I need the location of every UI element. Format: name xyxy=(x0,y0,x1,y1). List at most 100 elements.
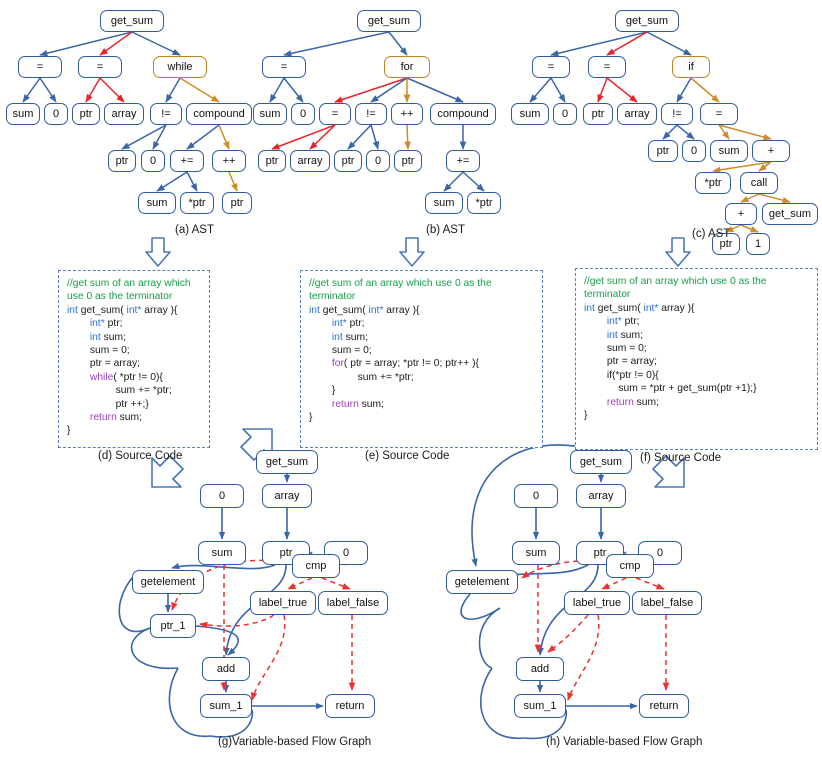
caption-d: (d) Source Code xyxy=(98,450,183,462)
ast-b-node-asg1: = xyxy=(262,56,306,78)
ast-b-edge-asg2-array1 xyxy=(309,124,336,150)
flow-g-node-label_false: label_false xyxy=(318,591,388,615)
code-d-line-8-seg-0: sum += *ptr; xyxy=(67,385,172,397)
ast-c-node-sum2: sum xyxy=(710,140,748,162)
code-f-line-3-seg-0 xyxy=(584,316,607,327)
ast-c-node-starptr: *ptr xyxy=(695,172,731,194)
ast-b-node-ptr2: ptr xyxy=(334,150,362,172)
code-e-line-2-seg-0: int xyxy=(309,304,320,316)
ast-b-node-array1: array xyxy=(290,150,330,172)
ast-c-edge-asg1-sum1 xyxy=(529,77,552,103)
ast-b-edge-ne1-ptr2 xyxy=(347,124,372,150)
flow-g-node-ptr_1: ptr_1 xyxy=(150,614,196,638)
code-d-line-4-seg-0 xyxy=(67,332,90,343)
code-e-line-5-seg-0: sum = 0; xyxy=(309,345,372,357)
code-d-line-4-seg-2: sum; xyxy=(100,331,126,343)
ast-a-edge-asg1-sum1 xyxy=(22,77,41,103)
block-arrow-f-h xyxy=(652,455,685,488)
flow-h-node-sum: sum xyxy=(512,541,560,565)
ast-a-edge-asg2-array1 xyxy=(99,77,125,103)
ast-b-edge-ne1-zero2 xyxy=(370,124,380,150)
ast-c-edge-asg2-array1 xyxy=(606,77,638,103)
code-e-line-2-seg-3: array ){ xyxy=(383,304,420,316)
ast-a-edge-while-ne1 xyxy=(165,77,181,103)
ast-c-node-array1: array xyxy=(617,103,657,125)
code-e-line-7-seg-0: sum += *ptr; xyxy=(309,371,414,383)
ast-c-node-asg2: = xyxy=(588,56,626,78)
ast-a-edge-root-asg2 xyxy=(99,31,133,56)
ast-c-edge-call-plus2 xyxy=(740,193,760,203)
ast-a-node-incr: ++ xyxy=(212,150,246,172)
ast-c-edge-if-asg3 xyxy=(690,77,720,103)
ast-edge-group xyxy=(22,31,791,233)
ast-b-node-asg2: = xyxy=(319,103,351,125)
code-d-line-6-seg-0: ptr = array; xyxy=(67,358,140,370)
flow-h-node-array: array xyxy=(576,484,626,508)
code-f-line-2-seg-2: int* xyxy=(643,302,659,314)
ast-a-edge-ne1-ptr2 xyxy=(121,124,167,150)
code-f-line-9-seg-0 xyxy=(584,397,607,408)
ast-b-node-ptr3: ptr xyxy=(394,150,422,172)
code-e-line-2-seg-2: int* xyxy=(368,304,384,316)
code-d-line-3-seg-1: int* xyxy=(89,318,105,330)
code-e-line-6-seg-2: ( ptr = array; *ptr != 0; ptr++ ){ xyxy=(343,358,479,370)
source-code-f: //get sum of an array which use 0 as the… xyxy=(575,268,818,450)
flow-g-dashed-edges xyxy=(171,559,356,701)
ast-a-edge-comp1-pluseq xyxy=(186,124,220,150)
flow-g-node-zero_a: 0 xyxy=(200,484,244,508)
ast-a-node-zero1: 0 xyxy=(44,103,68,125)
ast-a-edge-incr-ptr3 xyxy=(228,171,238,192)
code-f-line-0-seg-0: //get sum of an array which use 0 as the xyxy=(584,276,767,287)
ast-a-node-sum2: sum xyxy=(138,192,176,214)
ast-a-node-ne1: != xyxy=(150,103,182,125)
ast-a-node-ptr1: ptr xyxy=(72,103,100,125)
ast-a-edge-comp1-incr xyxy=(218,124,230,150)
flow-h-node-add: add xyxy=(516,657,564,681)
source-code-e: //get sum of an array which use 0 as the… xyxy=(300,270,543,448)
flow-g-node-cmp: cmp xyxy=(292,554,340,578)
ast-a-edge-asg2-ptr1 xyxy=(85,77,101,103)
ast-c-edge-root-if xyxy=(646,31,692,56)
code-d-line-5-seg-0: sum = 0; xyxy=(67,345,130,357)
caption-g: (g)Variable-based Flow Graph xyxy=(218,736,372,748)
ast-c-node-call: call xyxy=(740,172,778,194)
ast-b-node-pluseq: += xyxy=(446,150,480,172)
ast-a-node-asg2: = xyxy=(78,56,122,78)
flow-h-node-cmp: cmp xyxy=(606,554,654,578)
code-f-line-9-seg-1: return xyxy=(606,396,634,408)
flow-h-node-sum_1: sum_1 xyxy=(514,694,566,718)
code-e-line-8-seg-0: } xyxy=(309,385,336,397)
code-d-line-2-seg-0: int xyxy=(67,304,78,316)
block-arrow-d-g xyxy=(151,455,184,488)
code-f-line-8-seg-0: sum = *ptr + get_sum(ptr +1);} xyxy=(584,383,757,395)
code-e-line-6-seg-1: for xyxy=(331,358,344,370)
caption-f: (f) Source Code xyxy=(640,452,722,464)
ast-b-node-zero1: 0 xyxy=(291,103,315,125)
ast-c-edge-plus2-one xyxy=(740,224,759,233)
flow-g-node-array: array xyxy=(262,484,312,508)
code-d-line-0-seg-0: //get sum of an array which xyxy=(67,278,191,289)
ast-c-edge-if-ne1 xyxy=(676,77,692,103)
ast-c-edge-plus2-ptr3 xyxy=(725,224,742,233)
code-f-line-7-seg-0: if(*ptr != 0){ xyxy=(584,369,659,381)
ast-c-edge-asg2-ptr1 xyxy=(597,77,608,103)
code-e-line-10-seg-0: } xyxy=(309,412,313,424)
code-e-line-0-seg-0: //get sum of an array which use 0 as the xyxy=(309,278,492,289)
source-code-d: //get sum of an array which use 0 as the… xyxy=(58,270,210,448)
ast-c-node-gsum: get_sum xyxy=(762,203,818,225)
code-f-line-3-seg-1: int* xyxy=(606,316,622,328)
code-d-line-1-seg-0: use 0 as the terminator xyxy=(67,291,173,303)
ast-c-node-zero2: 0 xyxy=(682,140,706,162)
flow-g-node-sum: sum xyxy=(198,541,246,565)
flow-g-node-get_sum: get_sum xyxy=(256,450,318,474)
ast-a-edge-ne1-zero2 xyxy=(152,124,167,150)
caption-b: (b) AST xyxy=(426,224,465,236)
ast-a-edge-pluseq-starptr xyxy=(186,171,198,192)
ast-b-edge-pluseq-sum2 xyxy=(443,171,464,192)
code-d-line-7-seg-0 xyxy=(67,372,90,383)
code-d-line-3-seg-0 xyxy=(67,318,90,329)
block-arrow-a-d xyxy=(145,237,171,267)
ast-a-node-starptr: *ptr xyxy=(180,192,214,214)
code-d-line-2-seg-3: array ){ xyxy=(141,304,178,316)
ast-b-edge-root-asg1 xyxy=(283,31,390,57)
